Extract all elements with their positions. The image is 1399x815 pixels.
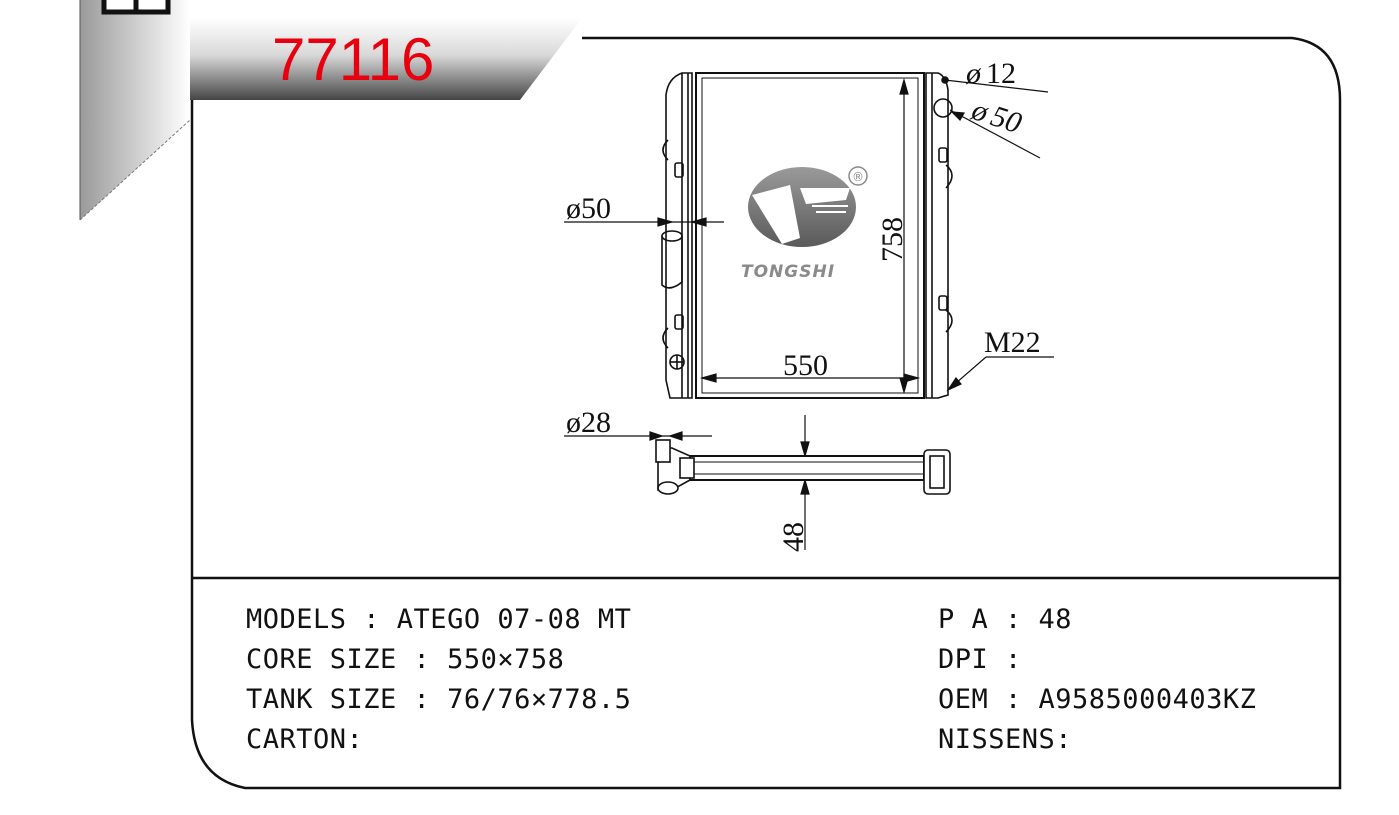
upper-outlet-50-icon	[933, 98, 953, 118]
outlet-dim-label: 50	[987, 99, 1026, 140]
sheet-side-tab	[79, 0, 191, 221]
width-dim-label: 550	[783, 349, 828, 382]
part-code: 77116	[272, 26, 434, 93]
spec-tank-size: TANK SIZE : 76/76×778.5	[246, 684, 632, 715]
spec-models: MODELS : ATEGO 07-08 MT	[246, 604, 632, 635]
vent-diameter-symbol: ø	[965, 57, 982, 90]
height-dim-label: 758	[876, 217, 909, 262]
vent-dim-label: 12	[986, 57, 1016, 90]
drawing-frame	[190, 36, 1342, 790]
thread-dim-label: M22	[984, 326, 1041, 359]
spec-oem: OEM : A9585000403KZ	[938, 684, 1257, 715]
tongshi-logo: ® TONGSHI	[741, 166, 868, 282]
inlet-dim-label: ø50	[566, 192, 611, 225]
part-code-banner: 77116	[190, 18, 582, 100]
radiator-top-view	[655, 439, 951, 495]
spec-pa: P A : 48	[938, 604, 1073, 635]
brand-name: TONGSHI	[741, 262, 835, 282]
dimension-labels: ø50 550 758 ø 12 ø 50 M22 ø28 48	[566, 57, 1041, 552]
spec-carton: CARTON:	[246, 724, 364, 755]
registered-mark-text: ®	[852, 170, 864, 184]
thickness-dim-label: 48	[777, 522, 810, 552]
spec-dpi: DPI :	[938, 644, 1022, 675]
spec-core-size: CORE SIZE : 550×758	[246, 644, 565, 675]
spec-nissens: NISSENS:	[938, 724, 1073, 755]
dimension-lines	[564, 77, 1054, 550]
side-pipe-dim-label: ø28	[566, 406, 611, 439]
registered-mark-icon	[848, 166, 868, 186]
radiator-front-view	[661, 72, 953, 399]
